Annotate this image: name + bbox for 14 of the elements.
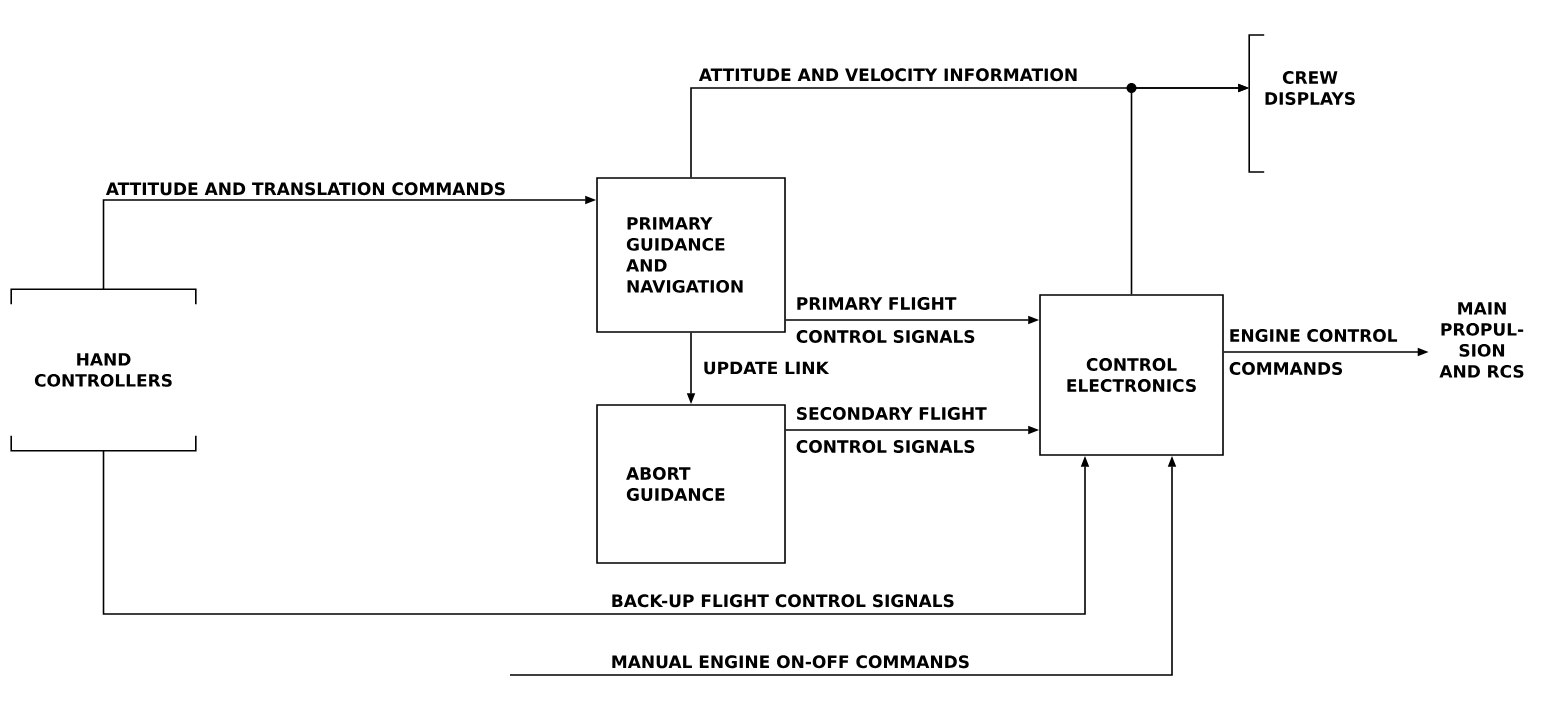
process-box: CONTROL ELECTRONICS — [1039, 294, 1224, 456]
edge-label: ENGINE CONTROL COMMANDS — [1229, 329, 1398, 375]
process-box: ABORT GUIDANCE — [596, 404, 786, 564]
edge-label: MANUAL ENGINE ON-OFF COMMANDS — [612, 655, 969, 669]
bracket-box: HAND CONTROLLERS — [10, 288, 197, 452]
edge-label: PRIMARY FLIGHT CONTROL SIGNALS — [796, 297, 975, 343]
edge-label: ATTITUDE AND TRANSLATION COMMANDS — [105, 182, 505, 196]
output-text: MAIN PROPUL- SION AND RCS — [1439, 302, 1524, 378]
bracket-box: CREW DISPLAYS — [1248, 34, 1355, 173]
edge-label: BACK-UP FLIGHT CONTROL SIGNALS — [612, 594, 954, 608]
process-box: PRIMARY GUIDANCE AND NAVIGATION — [596, 177, 786, 333]
edge-label: UPDATE LINK — [704, 361, 830, 375]
edge-label: SECONDARY FLIGHT CONTROL SIGNALS — [796, 407, 987, 453]
edge-label: ATTITUDE AND VELOCITY INFORMATION — [698, 68, 1077, 82]
